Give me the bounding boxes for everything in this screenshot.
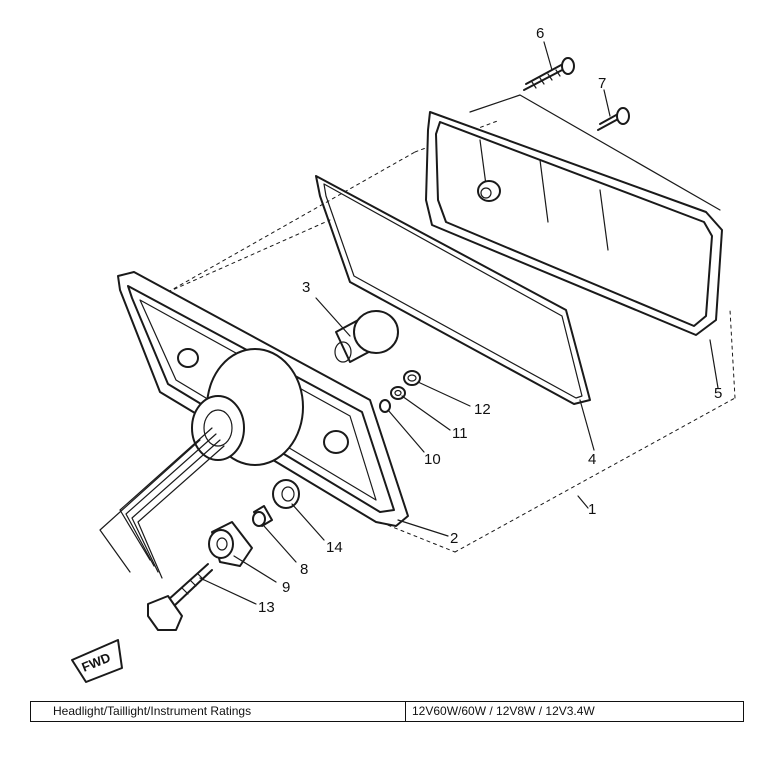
- callout-1: 1: [588, 501, 596, 518]
- washer-small: [379, 399, 391, 413]
- bolt: [147, 563, 213, 631]
- bulb: [334, 310, 399, 363]
- callout-14: 14: [326, 539, 343, 556]
- ratings-value: 12V60W/60W / 12V8W / 12V3.4W: [412, 704, 595, 718]
- callout-6: 6: [536, 25, 544, 42]
- collar: [252, 505, 273, 527]
- nut: [403, 370, 421, 386]
- fwd-arrow: FWD: [71, 639, 123, 683]
- ratings-table: Headlight/Taillight/Instrument Ratings 1…: [30, 701, 744, 722]
- callout-2: 2: [450, 530, 458, 547]
- screw-long: [523, 57, 575, 91]
- callout-5: 5: [714, 385, 722, 402]
- callout-3: 3: [302, 279, 310, 296]
- callout-9: 9: [282, 579, 290, 596]
- callout-10: 10: [424, 451, 441, 468]
- callout-12: 12: [474, 401, 491, 418]
- wiring-harness: [99, 427, 225, 579]
- screw-short: [597, 107, 630, 131]
- callout-11: 11: [452, 425, 468, 442]
- lamp-base: [117, 271, 409, 527]
- callout-4: 4: [588, 451, 596, 468]
- callout-7: 7: [598, 75, 606, 92]
- callout-8: 8: [300, 561, 308, 578]
- callout-13: 13: [258, 599, 275, 616]
- callouts: 1 2 3 4 5 6 7 8 9 10 11 12 13 14: [258, 25, 722, 616]
- ratings-name: Headlight/Taillight/Instrument Ratings: [31, 702, 406, 721]
- leader-lines: [199, 41, 719, 605]
- tail-lamp-housing: [425, 94, 723, 336]
- damper: [208, 521, 253, 567]
- lens-gasket: [315, 175, 591, 405]
- grommet: [272, 479, 300, 509]
